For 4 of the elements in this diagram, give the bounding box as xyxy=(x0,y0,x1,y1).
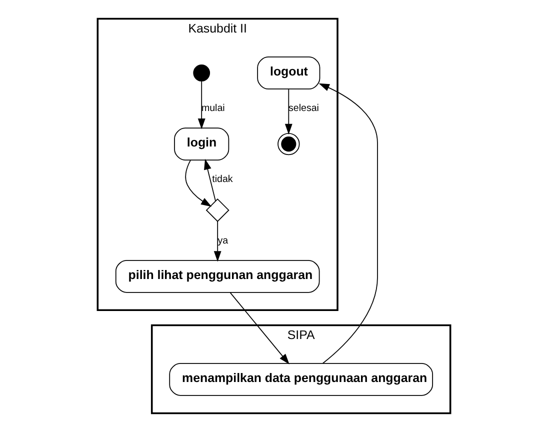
edge-label: mulai xyxy=(200,102,224,114)
edge-label: ya xyxy=(217,235,228,246)
edge-label: tidak xyxy=(212,174,232,186)
edge-label: selesai xyxy=(288,102,318,114)
